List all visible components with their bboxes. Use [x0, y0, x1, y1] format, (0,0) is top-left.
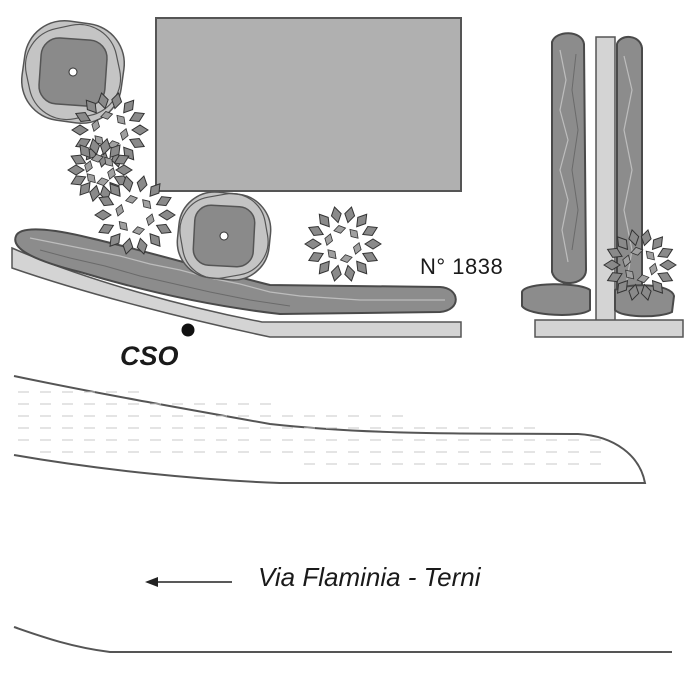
curb-strip: [11, 246, 462, 338]
shrub-group: [67, 92, 677, 302]
shrub-icon: [94, 175, 176, 255]
wall-base: [534, 319, 684, 338]
hedge-base-left: [521, 283, 591, 316]
shrub-icon: [304, 206, 382, 282]
shrub-icon: [67, 137, 133, 203]
tree-large-top: [20, 19, 126, 125]
arrow-left-icon: [145, 577, 232, 587]
road-name-label: Via Flaminia - Terni: [258, 562, 481, 592]
shrub-icon: [603, 228, 677, 302]
black-dot-marker: [181, 323, 195, 337]
tree-large-middle: [176, 191, 272, 281]
road-edge-lower: [13, 626, 672, 653]
building-number-label: N° 1838: [420, 254, 504, 279]
hedge-vertical-left: [551, 32, 588, 284]
point-label: CSO: [120, 341, 179, 371]
road-lane-markings: [18, 391, 601, 465]
road-band: [13, 375, 647, 484]
building-block: [155, 17, 462, 192]
